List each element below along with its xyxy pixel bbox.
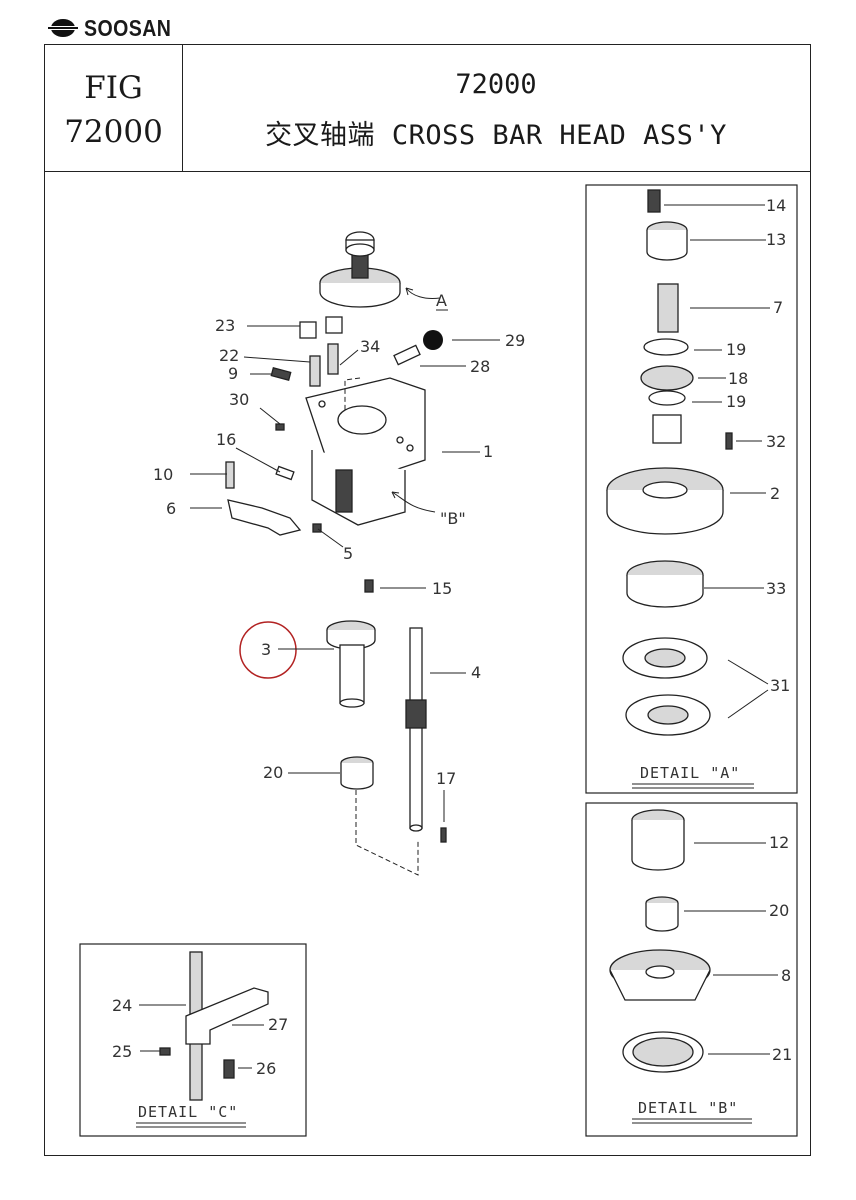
callout-18: 18	[728, 369, 748, 388]
pin-28	[393, 344, 421, 366]
callout-26: 26	[256, 1059, 276, 1078]
callout-19-top: 19	[726, 340, 746, 359]
callout-32: 32	[766, 432, 786, 451]
fig-cell: FIG 72000	[45, 45, 183, 171]
callout-10: 10	[153, 465, 173, 484]
callout-20-main: 20	[263, 763, 283, 782]
callout-ref-a: A	[436, 291, 447, 310]
fig-label: FIG	[84, 70, 143, 106]
callout-33: 33	[766, 579, 786, 598]
cross-bar-shaft-4	[405, 627, 427, 832]
callout-23: 23	[215, 316, 235, 335]
detail-a-panel	[585, 184, 798, 794]
soosan-logo: SOOSAN	[46, 14, 187, 42]
pin-16	[275, 465, 295, 481]
detail-a-title: DETAIL "A"	[640, 764, 740, 782]
pin-17	[440, 827, 447, 843]
cross-bar-housing	[305, 377, 426, 526]
callout-20-detail-b: 20	[769, 901, 789, 920]
callout-12: 12	[769, 833, 789, 852]
callout-3: 3	[261, 640, 271, 659]
knob-29	[423, 330, 443, 350]
callout-1: 1	[483, 442, 493, 461]
callout-22: 22	[219, 346, 239, 365]
leader-lines	[139, 204, 778, 1069]
pin-30	[275, 423, 285, 431]
fig-number: 72000	[64, 114, 163, 150]
callout-29: 29	[505, 331, 525, 350]
callout-5: 5	[343, 544, 353, 563]
callout-27: 27	[268, 1015, 288, 1034]
logo-text: SOOSAN	[84, 14, 172, 41]
callout-ref-b: "B"	[440, 509, 466, 528]
fittings-23	[299, 316, 343, 339]
detail-c-panel	[79, 943, 307, 1137]
callout-28: 28	[470, 357, 490, 376]
title-cell: 72000 交叉轴端 CROSS BAR HEAD ASS'Y	[182, 45, 810, 171]
title-block: FIG 72000 72000 交叉轴端 CROSS BAR HEAD ASS'…	[44, 44, 811, 172]
callout-34: 34	[360, 337, 380, 356]
callout-24: 24	[112, 996, 132, 1015]
callout-7: 7	[773, 298, 783, 317]
detail-c-title: DETAIL "C"	[138, 1103, 238, 1121]
spring-10	[225, 461, 235, 489]
assembly-title: 交叉轴端 CROSS BAR HEAD ASS'Y	[265, 120, 727, 151]
screw-15	[364, 579, 374, 593]
screw-5	[312, 523, 322, 533]
callout-16: 16	[216, 430, 236, 449]
callout-31: 31	[770, 676, 790, 695]
detail-a-parts	[606, 189, 733, 736]
springs-22-34	[309, 343, 339, 387]
detail-c-parts	[159, 951, 269, 1101]
callout-13: 13	[766, 230, 786, 249]
detail-b-parts	[609, 809, 711, 1073]
detail-b-panel	[585, 802, 798, 1137]
flange-assembly-a	[319, 231, 401, 308]
pivot-shaft-3	[326, 620, 376, 708]
callout-19-bottom: 19	[726, 392, 746, 411]
callout-17: 17	[436, 769, 456, 788]
callout-15: 15	[432, 579, 452, 598]
callout-6: 6	[166, 499, 176, 518]
callout-25: 25	[112, 1042, 132, 1061]
callout-numbers: 1 2 3 4 5 6 7 8 9 10 12 13 14 15 16 17 1…	[112, 196, 792, 1078]
soosan-logo-icon	[46, 19, 80, 37]
pin-9	[270, 367, 292, 381]
detail-b-title: DETAIL "B"	[638, 1099, 738, 1117]
callout-2: 2	[770, 484, 780, 503]
callout-21: 21	[772, 1045, 792, 1064]
callout-4: 4	[471, 663, 481, 682]
highlight-circle	[239, 621, 297, 679]
callout-9: 9	[228, 364, 238, 383]
drawing-frame	[44, 171, 811, 1156]
callout-14: 14	[766, 196, 786, 215]
assembly-code: 72000	[455, 69, 537, 100]
lever-6	[227, 499, 302, 536]
bushing-20-main	[340, 756, 374, 790]
callout-30: 30	[229, 390, 249, 409]
callout-8: 8	[781, 966, 791, 985]
